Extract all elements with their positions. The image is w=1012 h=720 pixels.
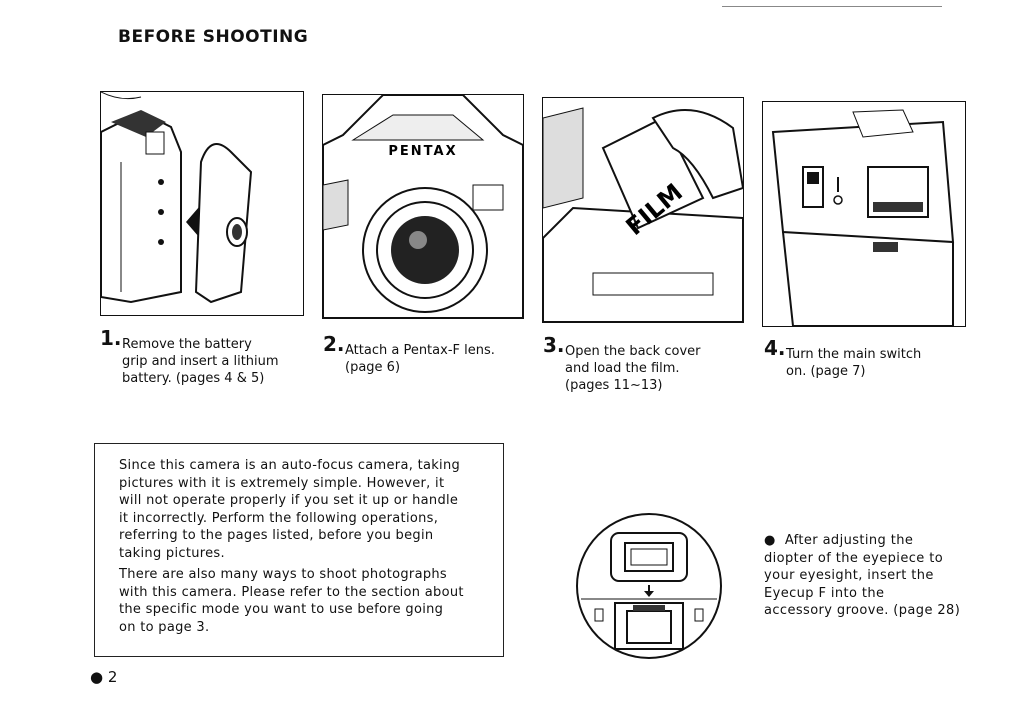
note-line: Since this camera is an auto-focus camer…	[119, 458, 461, 473]
eyecup-instructions: ● After adjusting the diopter of the eye…	[764, 532, 964, 620]
step-number: 1.	[100, 326, 122, 350]
film-loading-illustration: FILM	[542, 97, 744, 323]
step-line: Turn the main switch	[786, 347, 922, 362]
note-line: with this camera. Please refer to the se…	[119, 584, 464, 600]
eyecup-line: diopter of the eyepiece to	[764, 550, 944, 566]
note-line: it incorrectly. Perform the following op…	[119, 510, 439, 526]
note-paragraph-2: There are also many ways to shoot photog…	[119, 566, 489, 636]
page-title: BEFORE SHOOTING	[118, 27, 309, 47]
eyecup-line: accessory groove. (page 28)	[764, 603, 961, 618]
step-line: battery. (pages 4 & 5)	[122, 371, 265, 386]
step-line: Attach a Pentax-F lens.	[345, 343, 495, 358]
eyecup-line-1: ● After adjusting the	[764, 533, 914, 548]
step-line: (pages 11~13)	[565, 378, 663, 393]
step-3: 3. Open the back cover and load the film…	[543, 335, 743, 403]
top-rule	[722, 6, 942, 7]
step-line: (page 6)	[345, 360, 401, 375]
note-line: pictures with it is extremely simple. Ho…	[119, 475, 445, 491]
note-line: the specific mode you want to use before…	[119, 602, 444, 617]
page-number: ● 2	[90, 668, 118, 686]
step-number: 3.	[543, 333, 565, 357]
note-paragraph-1: Since this camera is an auto-focus camer…	[119, 457, 489, 562]
eyecup-line: your eyesight, insert the	[764, 568, 934, 583]
step-line: Open the back cover	[565, 344, 701, 359]
step-2: 2. Attach a Pentax-F lens. (page 6)	[323, 334, 523, 382]
step-4: 4. Turn the main switch on. (page 7)	[764, 338, 964, 386]
step-line: and load the film.	[565, 361, 680, 376]
main-switch-illustration	[762, 101, 966, 327]
step-line: grip and insert a lithium	[122, 354, 279, 369]
step-number: 2.	[323, 332, 345, 356]
note-line: taking pictures.	[119, 545, 225, 561]
intro-note-box: Since this camera is an auto-focus camer…	[94, 443, 504, 657]
note-line: referring to the pages listed, before yo…	[119, 528, 434, 543]
step-number: 4.	[764, 336, 786, 360]
eyecup-illustration	[573, 511, 725, 661]
note-line: will not operate properly if you set it …	[119, 493, 459, 508]
camera-lens-illustration: PENTAX	[322, 94, 524, 319]
note-line: on to page 3.	[119, 619, 210, 635]
step-1: 1. Remove the battery grip and insert a …	[100, 328, 300, 396]
pentax-brand-label: PENTAX	[388, 144, 457, 159]
step-line: Remove the battery	[122, 337, 252, 352]
note-line: There are also many ways to shoot photog…	[119, 567, 448, 582]
battery-grip-illustration	[100, 91, 304, 316]
step-line: on. (page 7)	[786, 364, 866, 379]
eyecup-line: Eyecup F into the	[764, 585, 885, 601]
